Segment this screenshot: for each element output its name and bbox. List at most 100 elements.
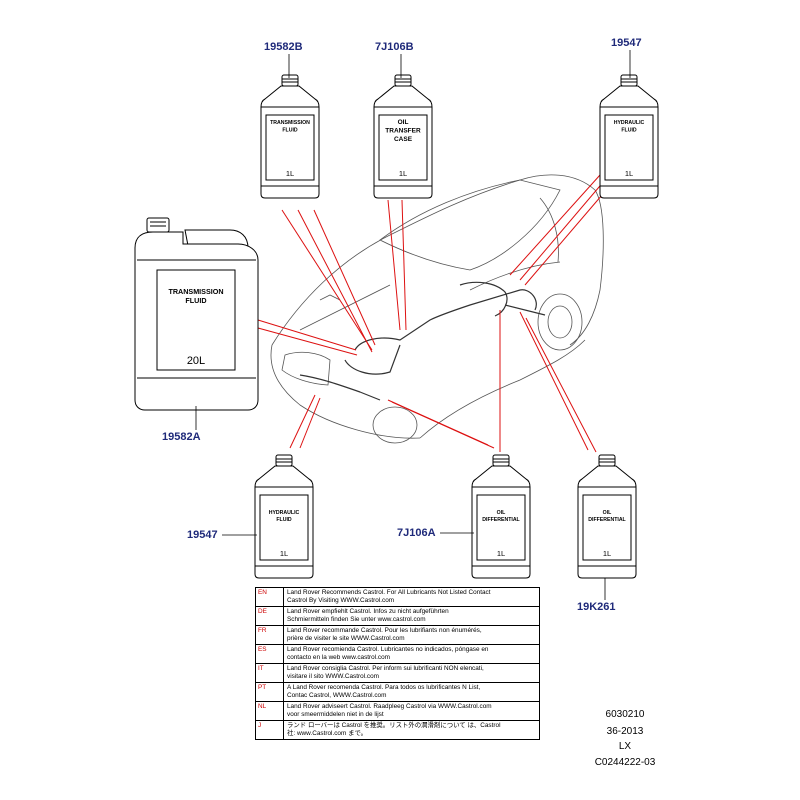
recommendation-line: Castrol By Visiting WWW.Castrol.com	[287, 597, 395, 604]
bottle-label-line: FLUID	[276, 517, 292, 523]
recommendation-line: contacto en la web www.castrol.com	[287, 654, 391, 661]
bottle-label-line: DIFFERENTIAL	[588, 517, 626, 523]
component-leader	[519, 179, 606, 281]
component-leader	[401, 199, 407, 331]
component-leader	[297, 209, 373, 353]
bottle-label-line: HYDRAULIC	[269, 510, 300, 516]
recommendation-line: Land Rover recommande Castrol. Pour les …	[287, 627, 482, 634]
recommendation-line: Land Rover Recommends Castrol. For All L…	[287, 589, 491, 596]
recommendation-line: Land Rover consiglia Castrol. Per inform…	[287, 665, 484, 672]
bottle-label-line: FLUID	[185, 296, 206, 305]
recommendation-text: Land Rover adviseert Castrol. Raadpleeg …	[283, 701, 540, 721]
language-code: IT	[255, 663, 284, 683]
bottle-volume: 1L	[603, 549, 611, 558]
bottle-label-line: CASE	[394, 136, 413, 143]
bottle-label-line: OIL	[398, 119, 409, 126]
bottle-volume: 1L	[286, 169, 294, 178]
bottle-volume: 1L	[497, 549, 505, 558]
recommendation-line: voor smeermiddelen niet in de lijst	[287, 711, 384, 718]
recommendation-text: A Land Rover recomenda Castrol. Para tod…	[283, 682, 540, 702]
component-leader	[509, 174, 601, 276]
component-leader	[519, 311, 589, 451]
language-code: NL	[255, 701, 284, 721]
recommendation-line: Schmiermitteln finden Sie unter www.cast…	[287, 616, 426, 623]
recommendation-line: Contac Castrol, WWW.Castrol.com	[287, 692, 387, 699]
bottle-label-line: TRANSFER	[385, 128, 421, 135]
recommendation-line: Land Rover recomienda Castrol. Lubricant…	[287, 646, 489, 653]
recommendation-text: Land Rover consiglia Castrol. Per inform…	[283, 663, 540, 683]
component-leader	[387, 199, 401, 331]
recommendation-line: ランド ローバーは Castrol を推奨。リスト外の潤滑剤について は、Cas…	[287, 722, 501, 729]
recommendation-line: Land Rover empfiehlt Castrol. Infos zu n…	[287, 608, 449, 615]
reference-code: C0244222-03	[594, 757, 656, 768]
bottle-label-line: TRANSMISSION	[270, 120, 310, 126]
recommendation-text: Land Rover recommande Castrol. Pour les …	[283, 625, 540, 645]
recommendation-line: A Land Rover recomenda Castrol. Para tod…	[287, 684, 481, 691]
reference-code: 6030210	[605, 709, 645, 720]
recommendation-text: Land Rover recomienda Castrol. Lubricant…	[283, 644, 540, 664]
language-code: EN	[255, 587, 284, 607]
bottle-label-line: OIL	[603, 510, 612, 516]
bottle-volume: 1L	[280, 549, 288, 558]
part-number-label: 7J106B	[375, 41, 414, 53]
reference-code: 36-2013	[606, 726, 644, 737]
language-code: PT	[255, 682, 284, 702]
bottle-label-line: HYDRAULIC	[614, 120, 645, 126]
recommendation-text: ランド ローバーは Castrol を推奨。リスト外の潤滑剤について は、Cas…	[283, 720, 540, 740]
component-leader	[313, 209, 376, 346]
component-leader	[257, 319, 357, 351]
recommendation-line: 社: www.Castrol.com まで。	[287, 730, 367, 737]
recommendation-line: prière de visiter le site WWW.Castrol.co…	[287, 635, 405, 642]
recommendation-text: Land Rover Recommends Castrol. For All L…	[283, 587, 540, 607]
bottle-group: TRANSMISSIONFLUID1LOILTRANSFERCASE1LHYDR…	[134, 74, 659, 579]
reference-code: LX	[618, 741, 632, 752]
bottle-label-line: FLUID	[282, 127, 298, 133]
bottle-volume: 1L	[625, 169, 633, 178]
recommendation-line: Land Rover adviseert Castrol. Raadpleeg …	[287, 703, 492, 710]
part-number-label: 7J106A	[397, 527, 436, 539]
language-code: DE	[255, 606, 284, 626]
component-leader	[289, 394, 316, 449]
vehicle-illustration	[270, 174, 604, 444]
bottle-label-line: OIL	[497, 510, 506, 516]
recommendation-text: Land Rover empfiehlt Castrol. Infos zu n…	[283, 606, 540, 626]
part-number-label: 19547	[611, 37, 642, 49]
component-leader	[524, 187, 609, 286]
part-number-label: 19K261	[577, 601, 616, 613]
leader-lines	[257, 174, 609, 453]
component-leader	[281, 209, 373, 351]
language-code: FR	[255, 625, 284, 645]
bottle-label-line: DIFFERENTIAL	[482, 517, 520, 523]
bottle-volume: 20L	[187, 355, 205, 367]
component-leader	[257, 327, 358, 356]
language-code: J	[255, 720, 284, 740]
part-number-label: 19582A	[162, 431, 201, 443]
bottle-label-line: TRANSMISSION	[168, 287, 223, 296]
bottle-volume: 1L	[399, 169, 407, 178]
component-leader	[525, 317, 597, 453]
language-code: ES	[255, 644, 284, 664]
part-number-label: 19547	[187, 529, 218, 541]
recommendation-line: visitare il sito WWW.Castrol.com	[287, 673, 379, 680]
component-leader	[391, 401, 495, 449]
component-leader	[299, 397, 321, 449]
